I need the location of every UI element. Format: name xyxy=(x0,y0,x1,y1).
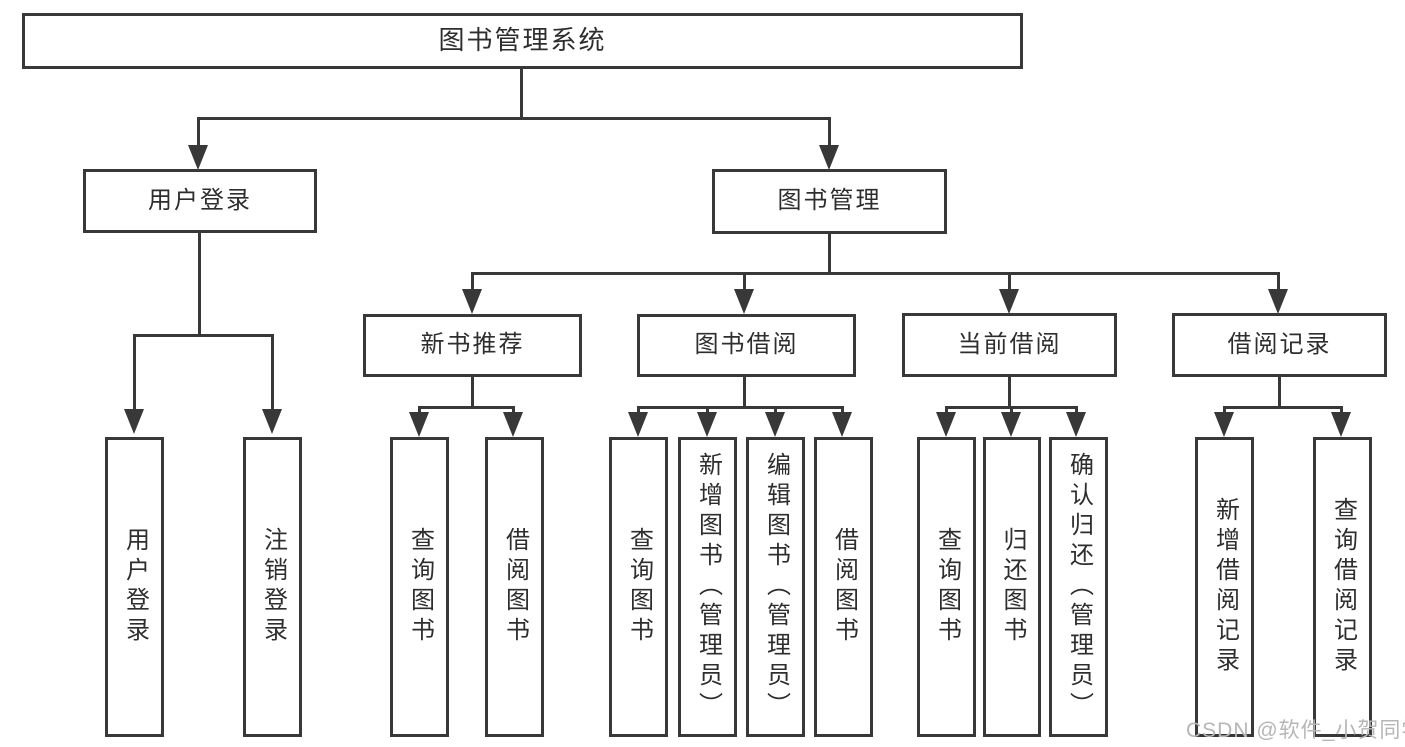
arrow-to-new-book-recommendation xyxy=(462,289,482,314)
leaf-query-books-recommend: 查询图书 xyxy=(390,437,449,737)
leaf-logout: 注销登录 xyxy=(243,437,302,737)
connector-root-stub xyxy=(520,69,523,118)
arrow-to-leaf-add-borrow-record xyxy=(1214,412,1234,437)
arrow-to-leaf-query-books xyxy=(936,412,956,437)
connector-new-book-stub xyxy=(471,377,474,408)
connector-leaf-drop xyxy=(841,406,844,415)
connector-leaf-drop xyxy=(706,406,709,415)
connector-leaf-drop xyxy=(637,406,640,415)
connector-leaf-drop xyxy=(945,406,948,415)
arrow-to-book-management xyxy=(819,145,839,170)
connector-book-management-stub xyxy=(828,234,831,275)
leaf-label: 查询图书 xyxy=(625,527,653,647)
leaf-query-books-borrow: 查询图书 xyxy=(609,437,668,737)
csdn-watermark: CSDN @软件_小贺同学 xyxy=(1186,719,1405,742)
arrow-to-leaf-edit-book xyxy=(765,412,785,437)
leaf-label: 借阅图书 xyxy=(830,527,858,647)
arrow-to-leaf-return-books xyxy=(1001,412,1021,437)
arrow-to-leaf-query-books xyxy=(409,412,429,437)
connector-leaf-drop xyxy=(271,334,274,410)
connector-user-login-stub xyxy=(198,233,201,336)
leaf-edit-book-admin: 编辑图书（管理员） xyxy=(746,437,805,737)
node-book-management: 图书管理 xyxy=(712,169,947,234)
connector-leaf-drop xyxy=(418,406,421,415)
node-label: 图书管理 xyxy=(777,187,882,215)
leaf-borrow-books-recommend: 借阅图书 xyxy=(485,437,544,737)
connector-book-borrow-stub xyxy=(743,377,746,408)
arrow-to-user-login xyxy=(188,145,208,170)
leaf-confirm-return-admin: 确认归还（管理员） xyxy=(1049,437,1108,737)
connector-book-borrow-hline xyxy=(637,406,843,409)
leaf-label: 查询图书 xyxy=(933,527,961,647)
connector-borrow-records-stub xyxy=(1278,377,1281,408)
leaf-label: 借阅图书 xyxy=(501,527,529,647)
connector-level3-drop xyxy=(471,272,474,291)
arrow-to-leaf-logout xyxy=(262,409,282,434)
connector-borrow-records-hline xyxy=(1223,406,1343,409)
arrow-to-current-borrowing xyxy=(999,289,1019,314)
node-label: 借阅记录 xyxy=(1227,330,1332,358)
arrow-to-book-borrowing xyxy=(734,289,754,314)
connector-leaf-drop xyxy=(133,334,136,410)
leaf-return-books: 归还图书 xyxy=(983,437,1041,737)
connector-book-management-drop xyxy=(828,117,831,146)
arrow-to-leaf-query-borrow-record xyxy=(1331,412,1351,437)
connector-leaf-drop xyxy=(774,406,777,415)
leaf-label: 新增图书（管理员） xyxy=(694,452,722,722)
node-label: 图书借阅 xyxy=(694,331,799,359)
arrow-to-leaf-borrow-books xyxy=(832,412,852,437)
leaf-query-borrow-record: 查询借阅记录 xyxy=(1313,437,1372,737)
node-current-borrowing: 当前借阅 xyxy=(902,313,1117,377)
leaf-add-borrow-record: 新增借阅记录 xyxy=(1195,437,1254,737)
node-borrowing-records: 借阅记录 xyxy=(1172,313,1387,377)
connector-user-login-hline xyxy=(133,334,273,337)
connector-current-borrow-stub xyxy=(1008,377,1011,408)
connector-leaf-drop xyxy=(1075,406,1078,415)
connector-leaf-drop xyxy=(1340,406,1343,415)
connector-leaf-drop xyxy=(1010,406,1013,415)
node-label: 新书推荐 xyxy=(420,331,525,359)
arrow-to-borrowing-records xyxy=(1268,289,1288,314)
connector-level2-hline xyxy=(197,117,831,120)
connector-level3-drop xyxy=(1277,272,1280,291)
arrow-to-leaf-add-book xyxy=(697,412,717,437)
connector-leaf-drop xyxy=(512,406,515,415)
node-library-management-system: 图书管理系统 xyxy=(22,13,1023,69)
connector-new-book-hline xyxy=(418,406,515,409)
leaf-label: 编辑图书（管理员） xyxy=(762,452,790,722)
leaf-add-book-admin: 新增图书（管理员） xyxy=(678,437,737,737)
leaf-label: 查询图书 xyxy=(406,527,434,647)
arrow-to-leaf-query-books xyxy=(628,412,648,437)
leaf-label: 确认归还（管理员） xyxy=(1065,452,1093,722)
leaf-label: 新增借阅记录 xyxy=(1211,497,1239,677)
leaf-query-books-current: 查询图书 xyxy=(917,437,976,737)
connector-level3-drop xyxy=(743,272,746,291)
connector-user-login-drop xyxy=(197,117,200,146)
connector-level3-drop xyxy=(1008,272,1011,291)
leaf-label: 查询借阅记录 xyxy=(1329,497,1357,677)
node-book-borrowing: 图书借阅 xyxy=(637,314,856,377)
arrow-to-leaf-user-login xyxy=(124,409,144,434)
arrow-to-leaf-confirm-return xyxy=(1066,412,1086,437)
leaf-user-login: 用户登录 xyxy=(105,437,164,737)
node-label: 当前借阅 xyxy=(957,330,1062,358)
node-user-login: 用户登录 xyxy=(83,169,317,233)
arrow-to-leaf-borrow-books xyxy=(503,412,523,437)
leaf-label: 归还图书 xyxy=(999,527,1026,647)
connector-level3-hline xyxy=(471,272,1280,275)
leaf-label: 用户登录 xyxy=(121,527,149,647)
connector-leaf-drop xyxy=(1223,406,1226,415)
node-label: 图书管理系统 xyxy=(438,25,607,56)
leaf-label: 注销登录 xyxy=(259,527,287,647)
node-new-book-recommendation: 新书推荐 xyxy=(363,314,582,377)
leaf-borrow-books: 借阅图书 xyxy=(814,437,873,737)
node-label: 用户登录 xyxy=(148,186,252,214)
